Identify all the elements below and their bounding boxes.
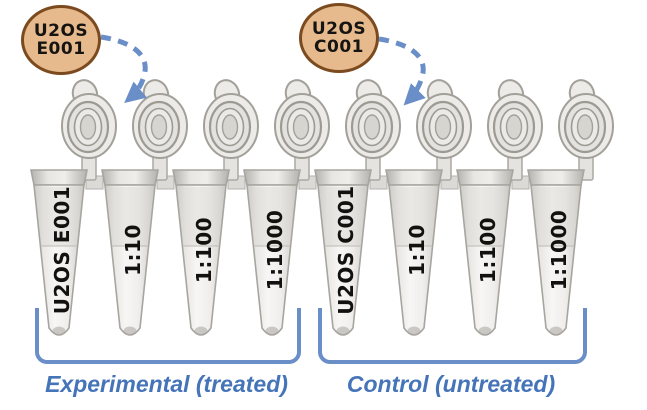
badge-text-line2: C001 [314, 37, 364, 57]
badge-text-line1: U2OS [33, 21, 89, 41]
sample-badge-experimental: U2OS E001 [21, 5, 101, 75]
bracket-experimental [35, 308, 301, 364]
arrow-experimental [100, 34, 148, 104]
badge-text-line1: U2OS [311, 19, 367, 39]
badge-text-line2: E001 [36, 39, 86, 59]
arrow-control [378, 36, 426, 106]
bracket-control [318, 308, 587, 364]
group-caption-control: Control (untreated) [346, 371, 556, 397]
tube-1 [29, 75, 118, 337]
group-caption-experimental: Experimental (treated) [45, 371, 288, 397]
sample-badge-control: U2OS C001 [299, 3, 379, 73]
